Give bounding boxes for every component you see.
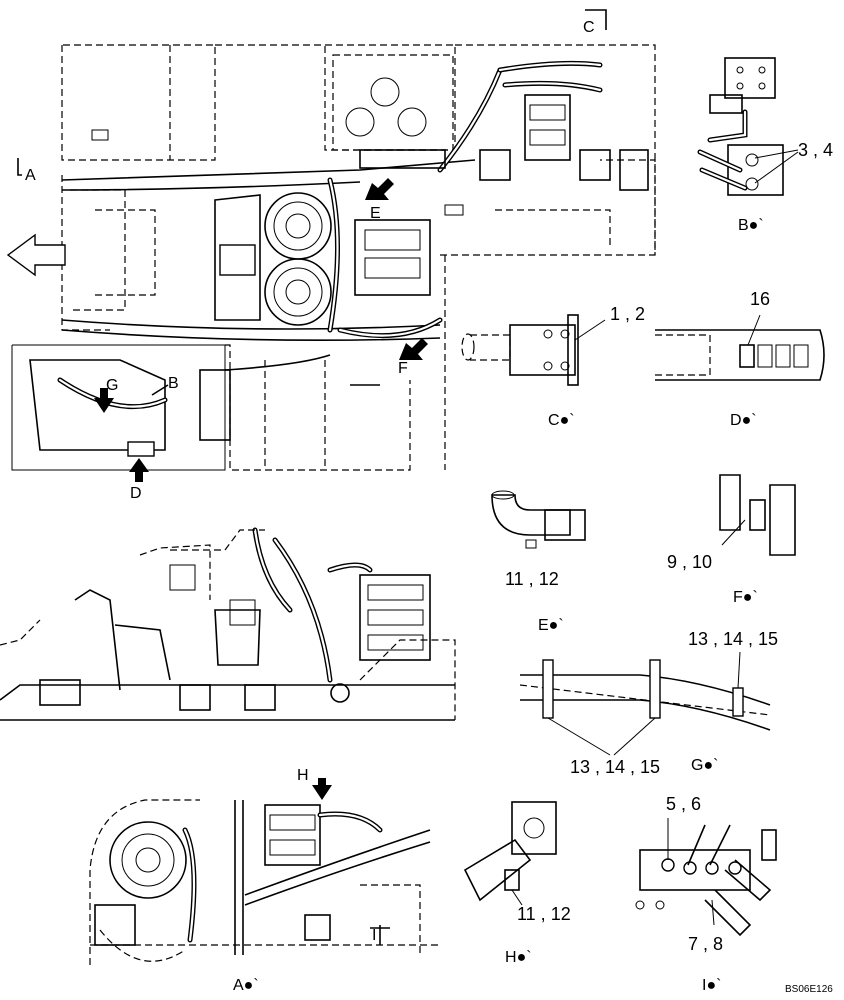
section-marker-i: I <box>372 927 376 944</box>
view-title-c: C●` <box>548 412 575 429</box>
side-view <box>0 527 456 721</box>
view-title-b: B●` <box>738 217 764 234</box>
arrow-e <box>365 178 394 200</box>
view-e-drawing <box>491 490 586 549</box>
view-h-drawing <box>463 801 557 906</box>
view-title-h: H●` <box>505 949 532 966</box>
arrow-label-e: E <box>370 205 381 222</box>
arrow-h <box>312 778 332 800</box>
view-g-drawing <box>519 651 771 756</box>
view-title-f: F●` <box>733 589 758 606</box>
arrow-label-d: D <box>130 485 142 502</box>
section-marker-c: C <box>583 19 595 36</box>
arrow-label-f: F <box>398 360 408 377</box>
view-title-e: E●` <box>538 617 564 634</box>
view-b-drawing <box>697 57 799 196</box>
callout-13-14-15-bottom: 13 , 14 , 15 <box>570 757 660 777</box>
arrow-f <box>399 338 428 360</box>
callout-5-6: 5 , 6 <box>666 794 701 814</box>
view-a-drawing <box>89 778 440 965</box>
section-marker-a: A <box>25 167 36 184</box>
main-top-view <box>6 9 656 482</box>
view-title-a: A●` <box>233 977 259 994</box>
callout-7-8: 7 , 8 <box>688 934 723 954</box>
arrow-d <box>129 458 149 482</box>
arrow-g <box>94 388 114 413</box>
callout-3-4: 3 , 4 <box>798 140 833 160</box>
callout-11-12-h: 11 , 12 <box>517 904 571 924</box>
view-c-drawing <box>461 314 606 386</box>
view-f-drawing <box>719 474 796 556</box>
callout-13-14-15-top: 13 , 14 , 15 <box>688 629 778 649</box>
callout-16: 16 <box>750 289 770 309</box>
arrow-label-h: H <box>297 767 309 784</box>
arrow-label-g: G <box>106 377 118 394</box>
arrow-label-b: B <box>168 375 179 392</box>
callout-9-10: 9 , 10 <box>667 552 712 572</box>
callout-1-2: 1 , 2 <box>610 304 645 324</box>
view-d-drawing <box>655 314 825 381</box>
view-title-i: I●` <box>702 977 721 994</box>
view-title-d: D●` <box>730 412 757 429</box>
drawing-code: BS06E126 <box>785 984 833 995</box>
callout-11-12-e: 11 , 12 <box>505 569 559 589</box>
view-i-drawing <box>635 818 777 937</box>
view-title-g: G●` <box>691 757 718 774</box>
